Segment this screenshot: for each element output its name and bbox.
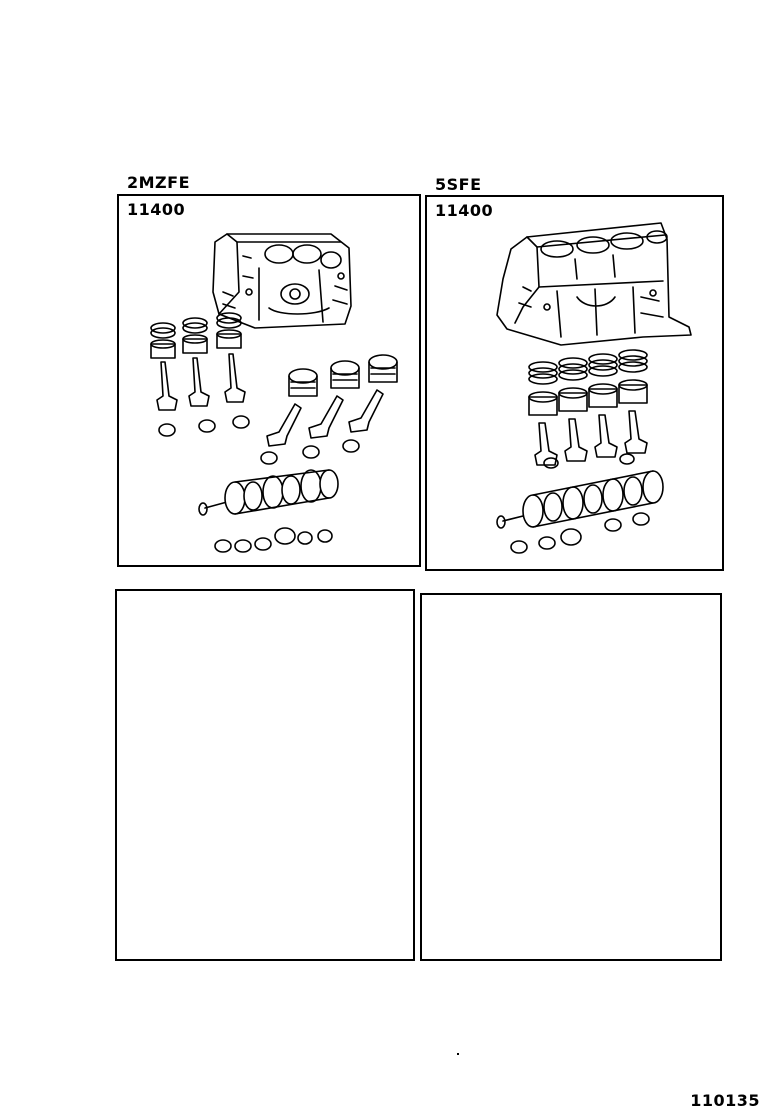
part-number-2mzfe: 11400 [127,200,186,219]
v6-short-block-illustration [119,196,419,565]
inline4-short-block-illustration [427,197,722,569]
crankshaft-drawing [199,470,338,515]
rod-bearings-left [159,416,249,436]
panel-5sfe: 11400 [425,195,724,571]
connecting-rods [535,411,647,465]
empty-panel-bottom-left [115,589,415,961]
scan-speck [457,1053,459,1055]
figure-number: 110135 [690,1091,760,1110]
piston-assemblies-right [289,355,397,396]
connecting-rods-right [267,390,383,446]
engine-label-2mzfe: 2MZFE [127,173,191,192]
pistons [529,380,647,415]
crankshaft-drawing [497,471,663,528]
pistons-left [151,330,241,358]
cylinder-block-drawing [213,234,351,328]
panel-2mzfe: 11400 [117,194,421,567]
piston-ring-sets [529,350,647,384]
empty-panel-bottom-right [420,593,722,961]
rod-bearings-right [261,440,359,464]
piston-ring-sets-left [151,313,241,338]
engine-label-5sfe: 5SFE [435,175,482,194]
part-number-5sfe: 11400 [435,201,494,220]
connecting-rods-left [157,354,245,410]
bearings [511,454,649,553]
cylinder-block-drawing [497,223,691,345]
main-bearings [215,528,332,552]
